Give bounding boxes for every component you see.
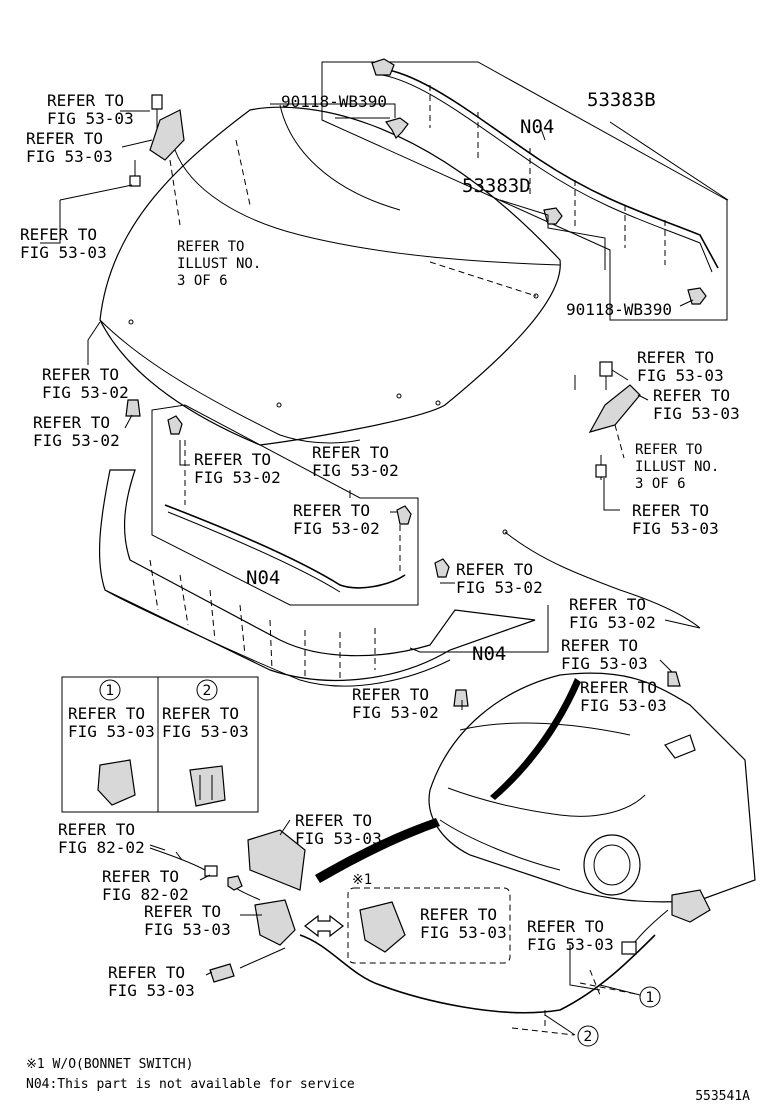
bumper-stops (125, 399, 681, 707)
w-o-bonnet-switch-box (347, 887, 511, 964)
hood-inner-frame (98, 469, 536, 687)
part-label-53383D: 53383D (462, 175, 531, 197)
release-lever (621, 889, 711, 955)
part-label-53383B: 53383B (587, 89, 656, 111)
part-label-n04-inner: N04 (472, 643, 506, 665)
leader-lines (40, 103, 729, 1036)
callout-2: 2 (584, 1029, 593, 1045)
right-hinge (588, 361, 641, 480)
callout-1: 1 (646, 990, 655, 1006)
inset-col1-number: 1 (106, 683, 115, 699)
double-arrow (304, 914, 344, 938)
part-label-n04-upper: N04 (520, 116, 554, 138)
illustration-code: 553541A (695, 1089, 750, 1104)
detail-box-weatherstrip (151, 404, 419, 606)
car-front-view (428, 672, 756, 903)
inset-col2-number: 2 (203, 683, 212, 699)
bonnet-lock-assembly (149, 829, 656, 1014)
footer-note-bonnet-switch: ※1 W/O(BONNET SWITCH) (26, 1057, 193, 1072)
part-label-90118-top: 90118-WB390 (281, 92, 387, 111)
clip-inset-table (61, 676, 259, 813)
hood-panel (99, 104, 561, 446)
callout-circles: 1 2 (577, 986, 661, 1047)
left-hinge (129, 94, 185, 226)
part-label-90118-right: 90118-WB390 (566, 300, 672, 319)
footer-note-n04: N04:This part is not available for servi… (26, 1077, 355, 1092)
pointer-bands (315, 678, 581, 883)
release-cable-upper (502, 529, 701, 629)
part-label-n04-strip: N04 (246, 567, 280, 589)
note-mark-1: ※1 (352, 872, 372, 888)
